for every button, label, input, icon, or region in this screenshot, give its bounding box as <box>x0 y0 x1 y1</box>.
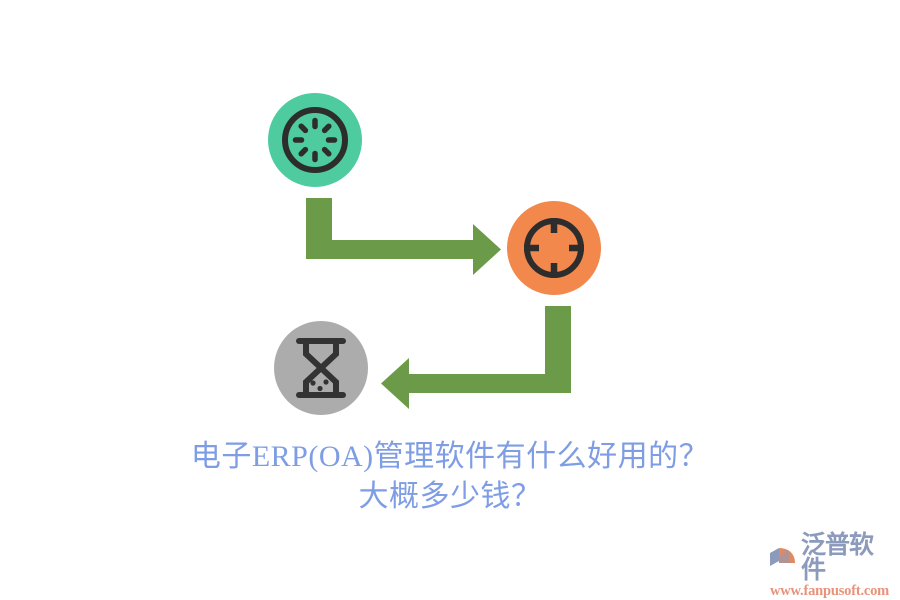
node-loading-badge <box>268 93 362 187</box>
node-target-badge <box>507 201 601 295</box>
arrow-loading-to-target <box>306 198 501 275</box>
fanpu-logo-mark-icon <box>770 547 795 566</box>
hourglass-icon <box>296 338 346 398</box>
watermark-url: www.fanpusoft.com <box>770 583 890 599</box>
watermark-row: 泛普软件 <box>768 532 896 582</box>
node-hourglass-badge <box>274 321 368 415</box>
caption-block: 电子ERP(OA)管理软件有什么好用的？ 大概多少钱？ <box>0 437 900 517</box>
target-crosshair-icon <box>524 218 584 278</box>
arrow-target-to-hourglass <box>381 306 571 409</box>
caption-line-1: 电子ERP(OA)管理软件有什么好用的？ <box>190 440 710 473</box>
caption-line-2: 大概多少钱？ <box>358 480 542 513</box>
watermark-brand: 泛普软件 <box>801 530 874 584</box>
watermark: 泛普软件 www.fanpusoft.com <box>768 532 896 599</box>
loading-spinner-icon <box>282 107 348 173</box>
